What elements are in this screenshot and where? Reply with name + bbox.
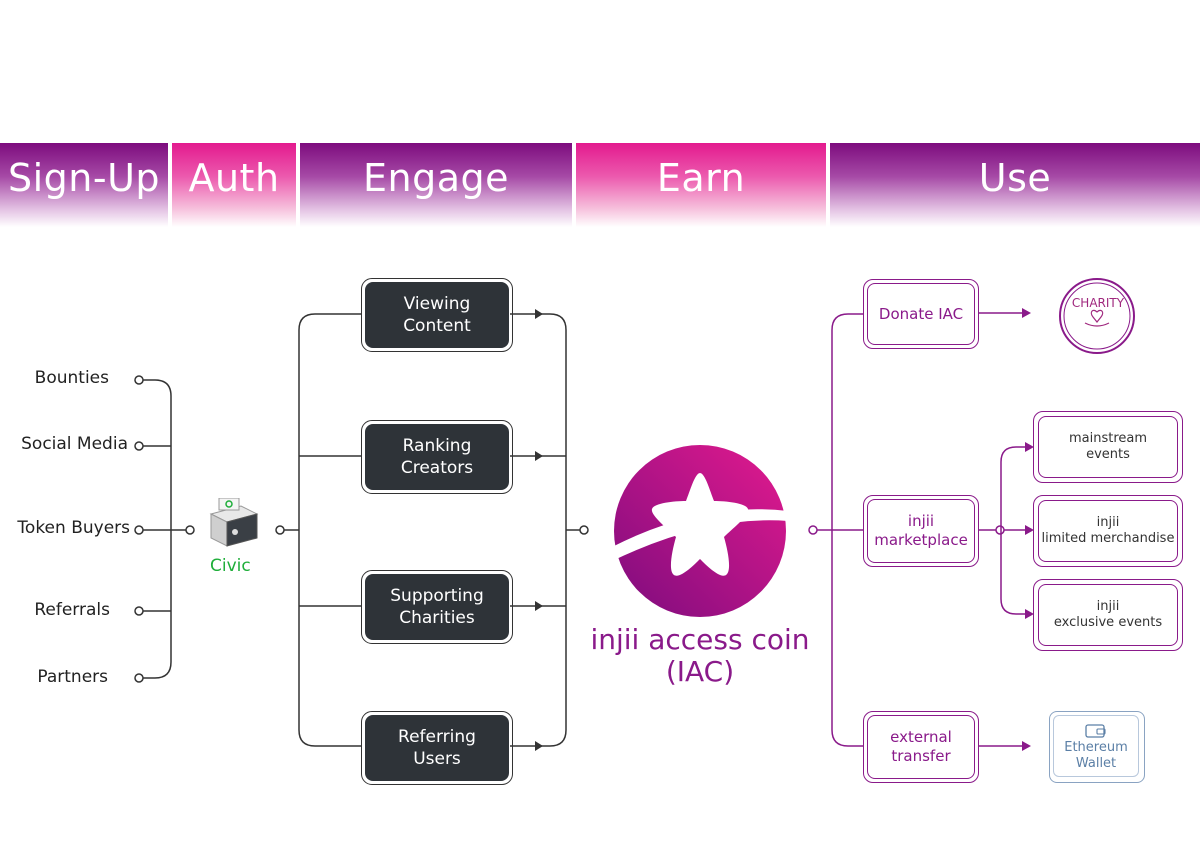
market-item-mainstream-events: mainstream events <box>1038 416 1178 478</box>
market-frame <box>1033 495 1183 567</box>
stage-label: Auth <box>188 156 280 200</box>
market-line1: injii <box>1096 515 1120 530</box>
donate-iac-box: Donate IAC <box>867 283 975 345</box>
civic-kiosk-icon <box>209 498 259 547</box>
donate-label: Donate IAC <box>878 305 964 323</box>
source-token-buyers: Token Buyers <box>17 518 130 538</box>
source-social-media: Social Media <box>21 434 128 454</box>
market-item-limited-merchandise: injii limited merchandise <box>1038 500 1178 562</box>
civic-label: Civic <box>210 556 251 576</box>
engage-line2: Creators <box>400 458 474 478</box>
market-line2: limited merchandise <box>1041 531 1175 546</box>
engage-frame <box>361 420 513 494</box>
engage-line1: Referring <box>398 727 476 747</box>
engage-supporting-charities: Supporting Charities <box>365 574 509 640</box>
wallet-frame <box>1049 711 1145 783</box>
charity-label: CHARITY <box>1071 296 1125 310</box>
stage-label: Earn <box>656 156 746 200</box>
coin-symbol: (IAC) <box>665 655 735 688</box>
wallet-icon <box>1085 724 1106 738</box>
charity-badge-icon <box>1059 278 1135 354</box>
engage-line1: Ranking <box>402 436 472 456</box>
stage-label: Engage <box>362 156 509 200</box>
use-frame <box>863 279 979 349</box>
engage-ranking-creators: Ranking Creators <box>365 424 509 490</box>
marketplace-line1: injii <box>907 512 935 530</box>
external-line2: transfer <box>891 747 951 765</box>
engage-viewing-content: Viewing Content <box>365 282 509 348</box>
external-line1: external <box>890 728 952 746</box>
stage-label: Sign-Up <box>7 156 161 200</box>
coin-caption: injii access coin (IAC) <box>580 624 820 688</box>
market-line1: injii <box>1096 599 1120 614</box>
engage-referring-users: Referring Users <box>365 715 509 781</box>
stage-label: Use <box>978 156 1052 200</box>
source-bounties: Bounties <box>34 368 109 388</box>
ethereum-wallet-box: Ethereum Wallet <box>1053 715 1139 777</box>
stage-earn: Earn <box>576 143 826 227</box>
market-frame <box>1033 411 1183 483</box>
injii-coin-logo-icon <box>612 445 788 617</box>
engage-line2: Users <box>413 749 461 769</box>
injii-marketplace-box: injii marketplace <box>867 499 975 563</box>
wallet-line2: Wallet <box>1075 756 1117 771</box>
source-partners: Partners <box>37 667 108 687</box>
engage-frame <box>361 570 513 644</box>
use-frame <box>863 711 979 783</box>
market-frame <box>1033 579 1183 651</box>
market-item-exclusive-events: injii exclusive events <box>1038 584 1178 646</box>
stage-auth: Auth <box>172 143 296 227</box>
engage-line2: Charities <box>399 608 475 628</box>
stage-sign-up: Sign-Up <box>0 143 168 227</box>
marketplace-line2: marketplace <box>874 531 968 549</box>
market-line1: mainstream <box>1068 431 1148 446</box>
market-line2: exclusive events <box>1053 615 1163 630</box>
stage-use: Use <box>830 143 1200 227</box>
source-referrals: Referrals <box>34 600 110 620</box>
engage-line1: Supporting <box>390 586 484 606</box>
engage-frame <box>361 711 513 785</box>
external-transfer-box: external transfer <box>867 715 975 779</box>
engage-line1: Viewing <box>403 294 471 314</box>
engage-line2: Content <box>403 316 471 336</box>
market-line2: events <box>1086 447 1130 462</box>
stage-engage: Engage <box>300 143 572 227</box>
coin-name: injii access coin <box>590 623 810 656</box>
engage-frame <box>361 278 513 352</box>
wallet-line1: Ethereum <box>1064 740 1128 755</box>
use-frame <box>863 495 979 567</box>
